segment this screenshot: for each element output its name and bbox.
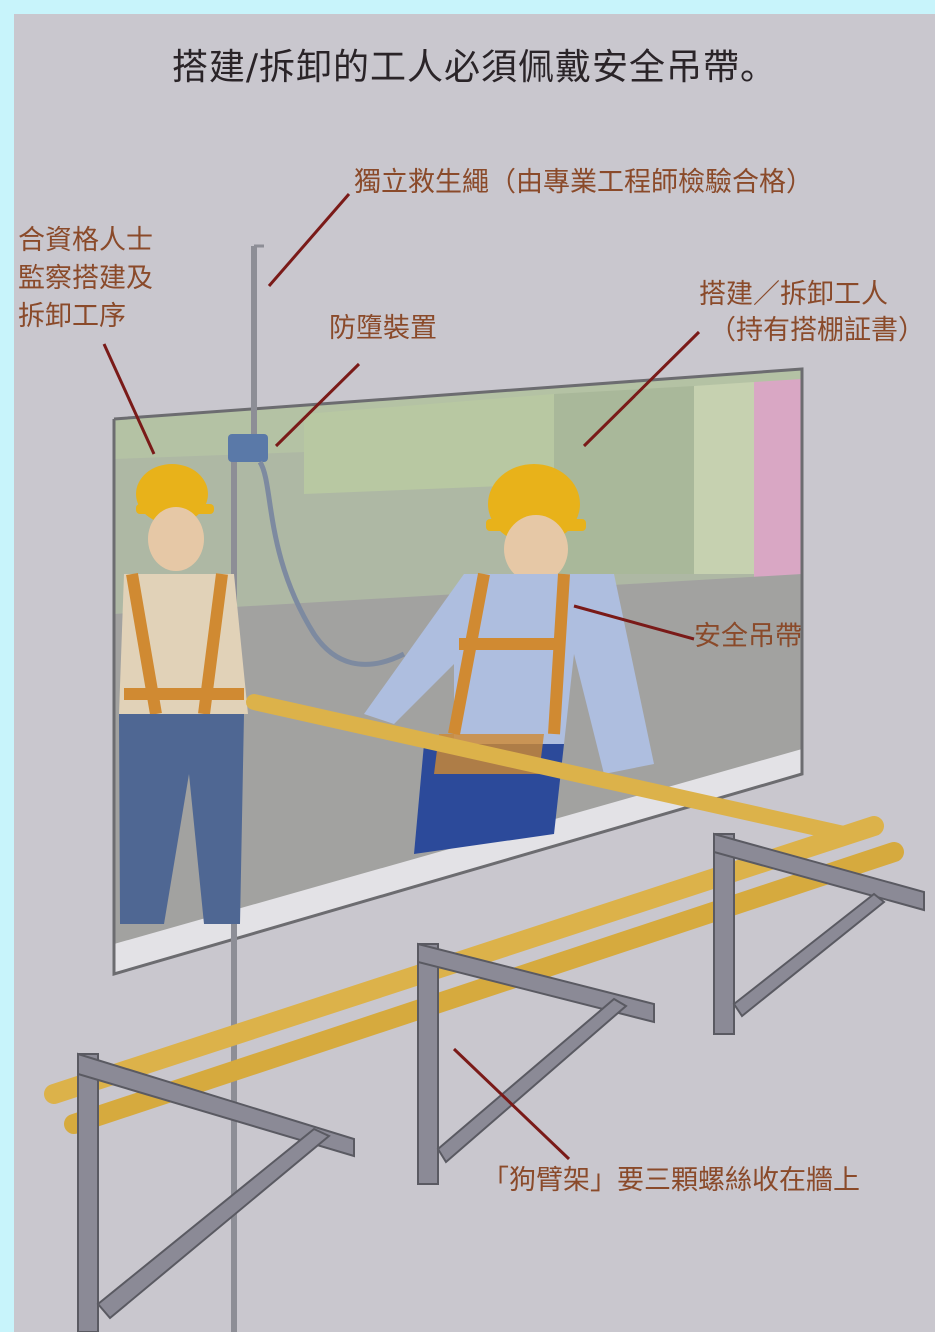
fall-arrest-label: 防墮裝置 <box>329 313 437 344</box>
pointer-lines <box>102 193 701 1161</box>
page-title: 搭建/拆卸的工人必須佩戴安全吊帶。 <box>171 47 778 88</box>
illustration-panel: 搭建/拆卸的工人必須佩戴安全吊帶。 獨立救生繩（由專業工程師檢驗合格） 合資格人… <box>14 14 935 1332</box>
harness-label: 安全吊帶 <box>694 621 802 652</box>
bracket-middle <box>417 942 655 1185</box>
lifeline-label: 獨立救生繩（由專業工程師檢驗合格） <box>354 167 813 198</box>
worker-label-line2: （持有搭棚証書） <box>709 315 925 346</box>
safety-illustration <box>44 193 925 1332</box>
supervisor-figure <box>119 464 248 924</box>
fall-arrest-device <box>228 434 406 667</box>
bracket-right <box>713 832 925 1035</box>
supervisor-label: 合資格人士 監察搭建及 拆卸工序 <box>18 225 153 332</box>
worker-label-line1: 搭建／拆卸工人 <box>699 279 888 310</box>
bracket-label: 「狗臂架」要三顆螺絲收在牆上 <box>482 1165 860 1196</box>
bracket-left <box>77 1052 355 1332</box>
